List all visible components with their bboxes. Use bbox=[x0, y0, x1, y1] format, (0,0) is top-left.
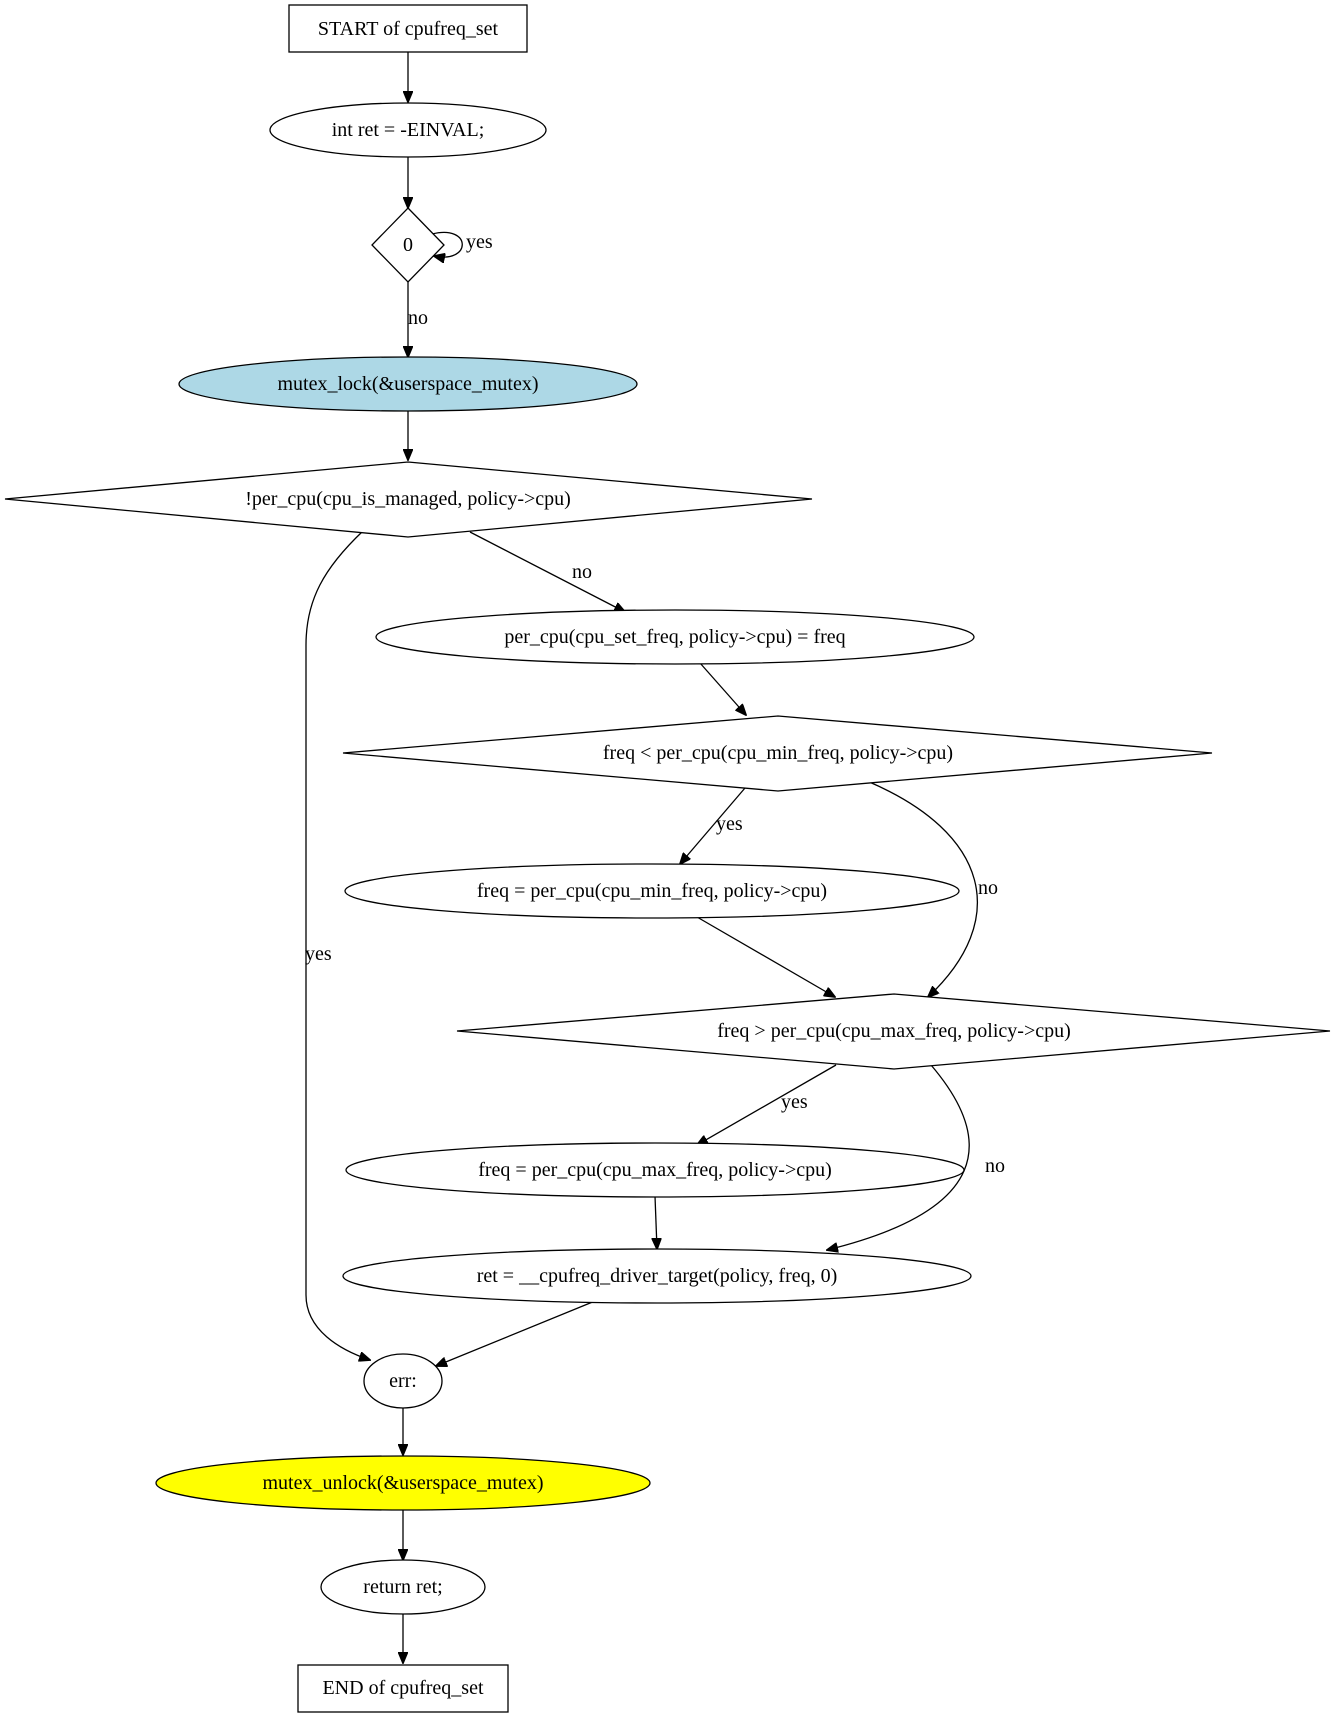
err-label: err: bbox=[389, 1370, 417, 1392]
edge-set-freq-to-cond-min bbox=[699, 662, 746, 715]
edge-assign-min-to-cond-max bbox=[696, 916, 835, 997]
mutex-unlock-label: mutex_unlock(&userspace_mutex) bbox=[262, 1472, 543, 1494]
edge-label-cond-managed-yes: yes bbox=[305, 943, 332, 965]
mutex-lock-label: mutex_lock(&userspace_mutex) bbox=[277, 373, 538, 395]
edge-cond-managed-no-to-set-freq bbox=[469, 531, 625, 612]
cond-min-diamond: freq < per_cpu(cpu_min_freq, policy->cpu… bbox=[342, 715, 1213, 792]
cond-max-label: freq > per_cpu(cpu_max_freq, policy->cpu… bbox=[717, 1020, 1071, 1042]
init-ret-label: int ret = -EINVAL; bbox=[332, 119, 485, 141]
edge-assign-max-to-driver-target bbox=[655, 1195, 657, 1249]
edge-label-cond-min-no: no bbox=[978, 877, 998, 899]
edge-cond-managed-yes-to-err bbox=[305, 530, 370, 1360]
end-label: END of cpufreq_set bbox=[322, 1677, 483, 1699]
edge-label-cond-managed-no: no bbox=[572, 561, 592, 583]
assign-max-node: freq = per_cpu(cpu_max_freq, policy->cpu… bbox=[345, 1142, 965, 1198]
assign-min-label: freq = per_cpu(cpu_min_freq, policy->cpu… bbox=[477, 880, 827, 902]
cond-managed-diamond: !per_cpu(cpu_is_managed, policy->cpu) bbox=[4, 461, 813, 538]
edge-cond-max-yes-to-assign-max bbox=[697, 1064, 837, 1145]
err-node: err: bbox=[363, 1353, 443, 1409]
edge-label-cond-max-no: no bbox=[985, 1155, 1005, 1177]
driver-target-node: ret = __cpufreq_driver_target(policy, fr… bbox=[342, 1248, 972, 1304]
driver-target-label: ret = __cpufreq_driver_target(policy, fr… bbox=[477, 1265, 838, 1287]
cond-zero-label: 0 bbox=[403, 234, 413, 256]
edge-label-cond-max-yes: yes bbox=[781, 1091, 808, 1113]
edge-cond-zero-yes-loop bbox=[431, 231, 463, 257]
edge-label-cond-min-yes: yes bbox=[716, 813, 743, 835]
return-ret-label: return ret; bbox=[363, 1576, 442, 1598]
mutex-lock-node: mutex_lock(&userspace_mutex) bbox=[178, 356, 638, 412]
assign-min-node: freq = per_cpu(cpu_min_freq, policy->cpu… bbox=[344, 863, 960, 919]
cond-managed-label: !per_cpu(cpu_is_managed, policy->cpu) bbox=[245, 488, 571, 510]
edge-driver-target-to-err bbox=[436, 1300, 596, 1366]
init-ret-node: int ret = -EINVAL; bbox=[269, 102, 547, 158]
end-box: END of cpufreq_set bbox=[297, 1664, 509, 1713]
set-freq-node: per_cpu(cpu_set_freq, policy->cpu) = fre… bbox=[375, 609, 975, 665]
cond-zero-diamond: 0 bbox=[371, 207, 445, 283]
mutex-unlock-node: mutex_unlock(&userspace_mutex) bbox=[155, 1455, 651, 1511]
start-label: START of cpufreq_set bbox=[318, 18, 499, 40]
cond-max-diamond: freq > per_cpu(cpu_max_freq, policy->cpu… bbox=[456, 993, 1331, 1070]
edge-cond-min-no-to-cond-max bbox=[866, 780, 978, 997]
edge-cond-min-yes-to-assign-min bbox=[680, 787, 746, 864]
cond-min-label: freq < per_cpu(cpu_min_freq, policy->cpu… bbox=[603, 742, 953, 764]
set-freq-label: per_cpu(cpu_set_freq, policy->cpu) = fre… bbox=[504, 626, 845, 648]
start-box: START of cpufreq_set bbox=[288, 4, 528, 53]
return-ret-node: return ret; bbox=[320, 1559, 486, 1615]
assign-max-label: freq = per_cpu(cpu_max_freq, policy->cpu… bbox=[478, 1159, 832, 1181]
edge-label-cond-zero-yes: yes bbox=[466, 231, 493, 253]
edge-label-cond-zero-no: no bbox=[408, 307, 428, 329]
